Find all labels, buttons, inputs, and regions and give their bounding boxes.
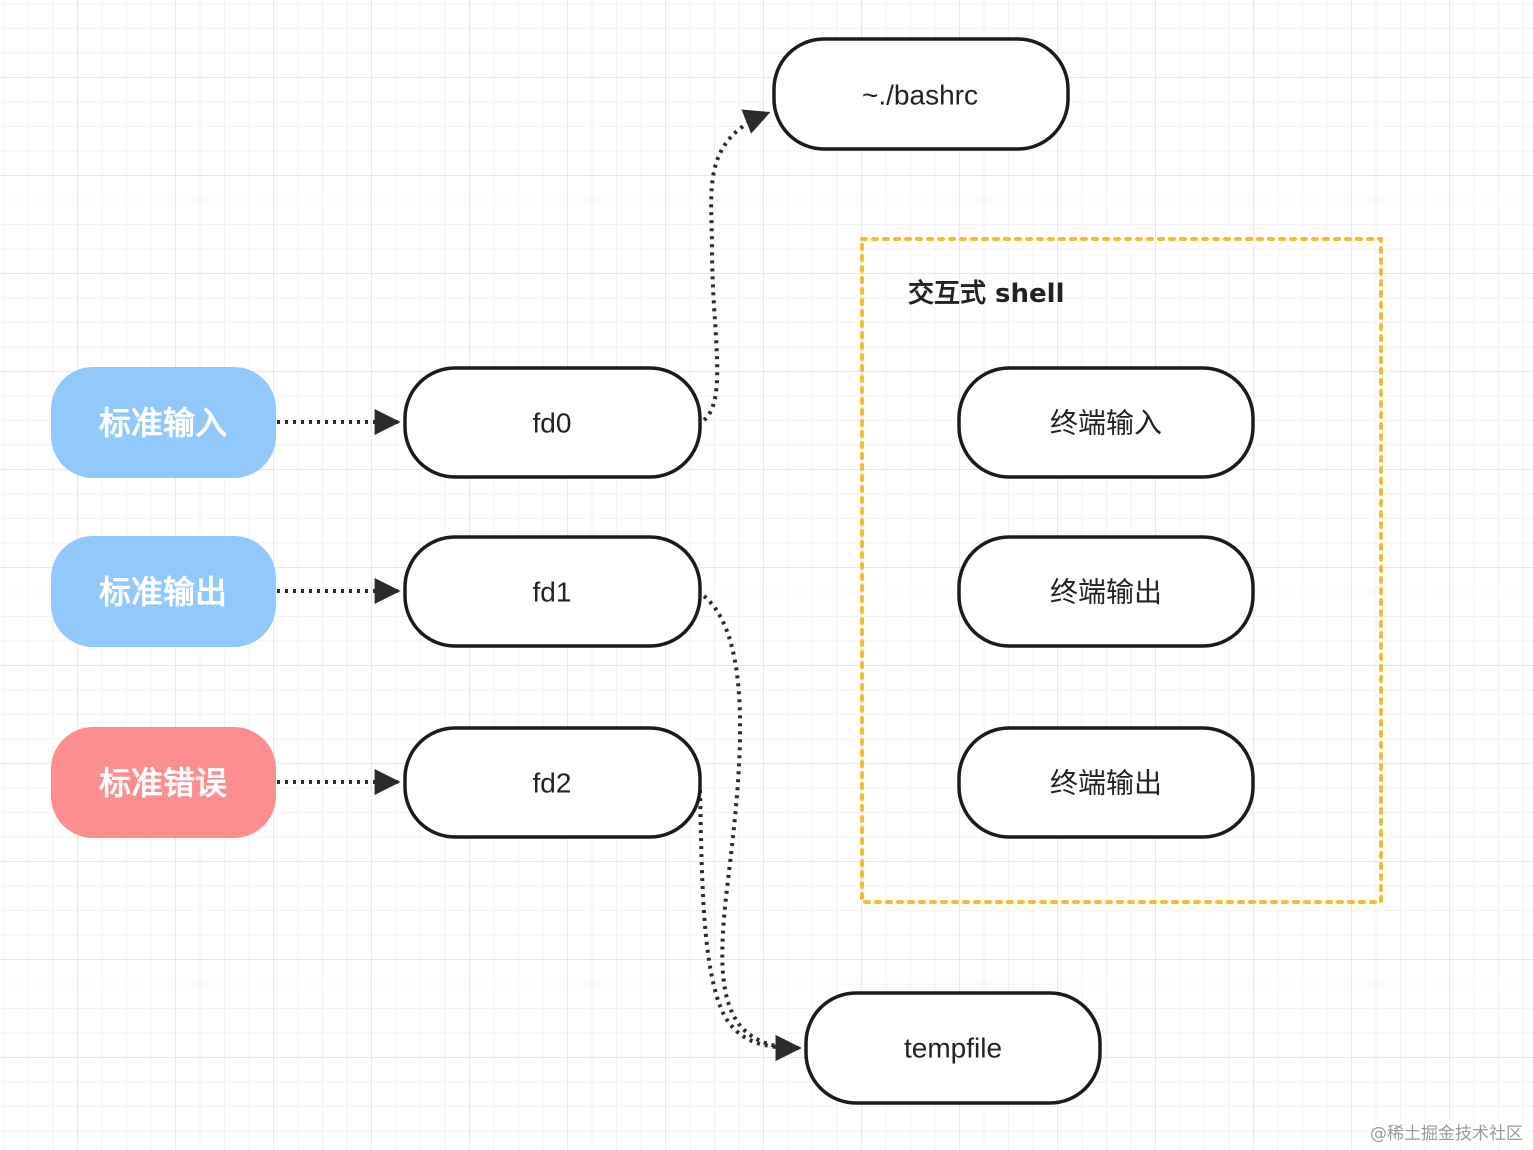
node-terminal-input-label: 终端输入 [1050, 407, 1162, 440]
edges [277, 109, 802, 1061]
node-fd2[interactable]: fd2 [403, 726, 702, 839]
node-stdin[interactable]: 标准输入 [51, 367, 276, 478]
node-stdin-label: 标准输入 [99, 404, 227, 442]
node-fd0-label: fd0 [533, 408, 572, 439]
node-stderr[interactable]: 标准错误 [51, 727, 276, 838]
node-fd2-label: fd2 [533, 768, 572, 799]
node-tempfile-label: tempfile [904, 1033, 1002, 1064]
edge-fd1-to-tempfile [702, 594, 802, 1061]
node-fd1[interactable]: fd1 [403, 535, 702, 648]
node-terminal-output[interactable]: 终端输出 [957, 535, 1255, 648]
edge-fd2-to-tempfile [698, 789, 802, 1061]
node-terminal-error[interactable]: 终端输出 [957, 726, 1255, 839]
node-terminal-error-label: 终端输出 [1050, 767, 1162, 800]
node-fd0[interactable]: fd0 [403, 366, 702, 479]
node-terminal-input[interactable]: 终端输入 [957, 366, 1255, 479]
node-fd1-label: fd1 [533, 577, 572, 608]
node-terminal-output-label: 终端输出 [1050, 576, 1162, 609]
node-bashrc-label: ~./bashrc [862, 80, 978, 111]
node-stdout[interactable]: 标准输出 [51, 536, 276, 647]
shell-group[interactable]: 交互式 shell [860, 237, 1383, 904]
node-stdout-label: 标准输出 [99, 573, 227, 611]
shell-group-title: 交互式 shell [908, 278, 1065, 309]
node-bashrc[interactable]: ~./bashrc [772, 37, 1070, 151]
node-stderr-label: 标准错误 [99, 764, 228, 802]
node-tempfile[interactable]: tempfile [804, 991, 1102, 1105]
watermark: @稀土掘金技术社区 [1368, 1119, 1525, 1144]
edge-fd0-to-bashrc [702, 109, 771, 422]
